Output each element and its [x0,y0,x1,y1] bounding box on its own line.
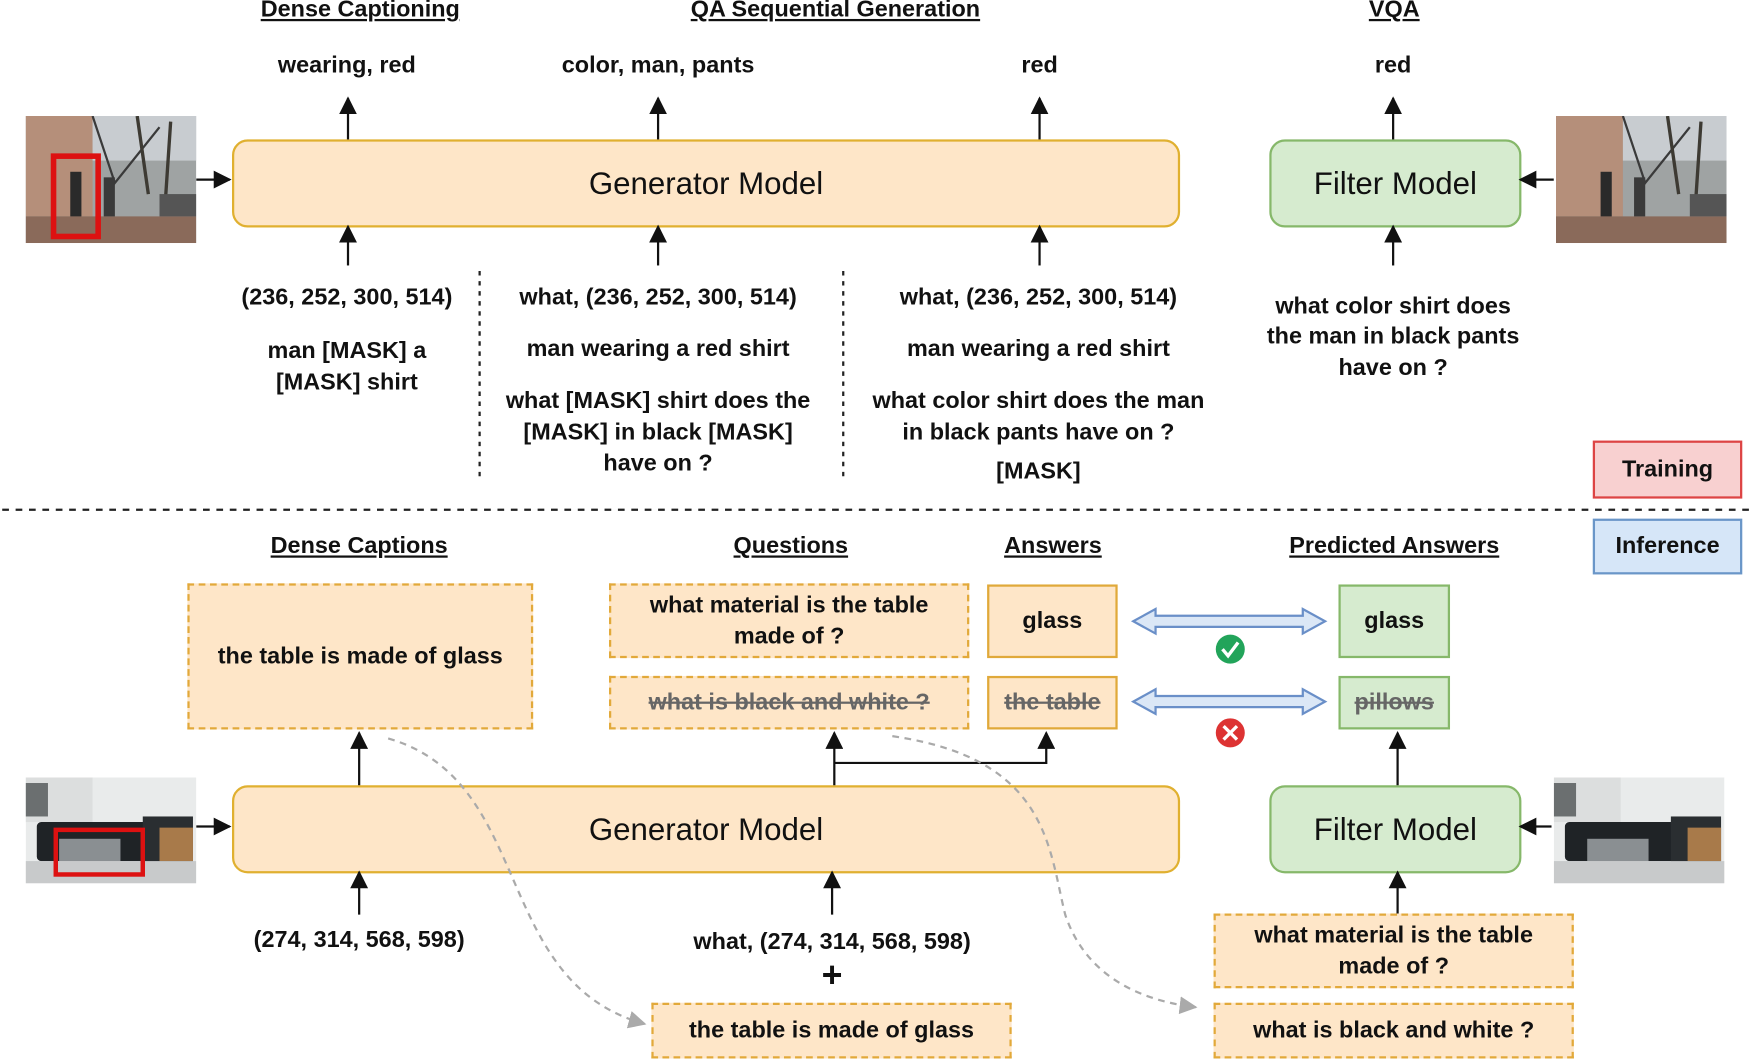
inference-arrows [196,731,1552,915]
filter-input-2-text: what is black and white ? [1253,1017,1535,1043]
filter-input-1-line2: made of ? [1338,953,1450,979]
qa1-question-line2: [MASK] in black [MASK] [523,419,793,446]
qa2-question-line2: in black pants have on ? [902,419,1175,446]
dense-caption-text: the table is made of glass [217,643,503,669]
predicted-box-2: pillows [1338,675,1451,730]
plus-sign: + [821,954,843,995]
dense-caption-box: the table is made of glass [187,583,534,730]
header-qa-sequential: QA Sequential Generation [690,0,981,23]
header-questions: Questions [733,533,849,559]
predicted-2-text: pillows [1354,689,1434,715]
predicted-box-1: glass [1338,584,1451,659]
output-dense: wearing, red [277,52,416,79]
question-1-line1: what material is the table [649,591,929,618]
question-box-2: what is black and white ? [609,675,970,730]
living-room-image-left [25,777,197,884]
filter-model-label: Filter Model [1313,165,1477,201]
street-image-left [25,116,197,244]
header-dense-captioning: Dense Captioning [260,0,460,23]
street-image-right [1555,116,1727,244]
inference-tag: Inference [1592,518,1743,575]
question-1-line2: made of ? [733,622,845,649]
answer-2-text: the table [1004,689,1101,715]
filter-input-box-1: what material is the table made of ? [1213,913,1574,989]
inference-qa-coords: what, (274, 314, 568, 598) [693,929,971,955]
output-qa2: red [1021,52,1058,79]
generator-model-inference-label: Generator Model [588,811,824,847]
dense-caption-line2: [MASK] shirt [275,369,418,395]
caption-input-box: the table is made of glass [651,1002,1012,1059]
check-icon [1215,634,1245,664]
dense-coords: (236, 252, 300, 514) [241,284,453,311]
qa2-coords: what, (236, 252, 300, 514) [899,284,1178,311]
answer-box-2: the table [987,675,1118,730]
filter-input-box-2: what is black and white ? [1213,1002,1574,1059]
qa2-mask: [MASK] [996,458,1081,485]
generator-model-label: Generator Model [588,165,824,201]
answer-box-1: glass [987,584,1118,659]
living-room-image-right [1553,777,1725,884]
qa1-question-line3: have on ? [603,450,713,477]
inference-tag-label: Inference [1615,533,1720,559]
filter-model-inference-label: Filter Model [1313,811,1477,847]
predicted-1-text: glass [1364,607,1425,634]
filter-input-1-line1: what material is the table [1254,921,1533,948]
qa1-coords: what, (236, 252, 300, 514) [519,284,797,311]
training-tag: Training [1592,440,1743,499]
caption-flow-curves [387,735,1198,1029]
inference-coords: (274, 314, 568, 598) [253,926,465,953]
filter-model-inference: Filter Model [1269,785,1522,874]
generator-model-inference: Generator Model [232,785,1181,874]
question-box-1: what material is the table made of ? [609,583,970,659]
generator-model-training: Generator Model [232,139,1181,228]
header-answers: Answers [1004,533,1102,559]
compare-arrows [1130,607,1328,716]
qa2-question-line1: what color shirt does the man [872,388,1205,414]
header-predicted-answers: Predicted Answers [1289,533,1500,559]
cross-icon [1215,718,1245,748]
dense-caption-line1: man [MASK] a [267,337,427,364]
vqa-question-line1: what color shirt does [1275,293,1511,320]
qa1-question-line1: what [MASK] shirt does the [505,388,811,414]
training-tag-label: Training [1621,456,1714,482]
vqa-question-line2: the man in black pants [1266,323,1520,350]
qa1-caption: man wearing a red shirt [526,335,790,362]
vqa-question-line3: have on ? [1338,354,1448,381]
caption-input-text: the table is made of glass [688,1017,975,1043]
header-dense-captions: Dense Captions [270,533,448,559]
qa2-caption: man wearing a red shirt [906,335,1170,362]
output-vqa: red [1374,52,1412,79]
training-dividers [478,271,845,482]
output-qa1: color, man, pants [561,52,755,79]
header-vqa: VQA [1368,0,1420,23]
answer-1-text: glass [1022,607,1083,634]
question-2-text: what is black and white ? [648,689,930,715]
training-output-arrows [196,96,1554,266]
